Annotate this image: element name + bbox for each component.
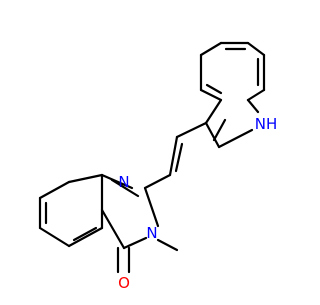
molecule-canvas: NH N N O [38,41,278,292]
indole-n-text: N [255,115,266,133]
quinazoline-bond [67,173,104,184]
quinazoline-bond [100,208,126,250]
molecule-structure-diagram: NH N N O [38,41,277,292]
quinazoline-aromatic-inner-bond [72,226,98,242]
quinazoline-benzene-bond [38,226,71,248]
vinyl-double-inner-bond [174,142,184,173]
cn-double-inner-bond [110,178,140,198]
indole-aromatic-inner-bond [205,83,223,95]
atom-label-layer: NH N N O [118,115,277,292]
pyrrole-double-inner-bond [212,118,227,142]
indole-benzene-bond [199,88,223,102]
indole-benzene-bond [199,41,223,57]
pyrrole-bond [246,98,260,114]
n-methyl-bond [156,238,179,252]
vinyl-bond [175,121,208,139]
vinyl-bond [143,173,172,190]
pyrrole-bond [204,121,221,149]
quinazoline-benzene-bond [38,180,71,200]
indole-benzene-bond [246,88,266,102]
carbonyl-oxygen-label: O [118,274,130,292]
quinazoline-bond [100,173,134,190]
pyrrole-bond [204,98,223,125]
indole-h-text: H [266,115,277,133]
quinazoline-benzene-bond [67,226,104,248]
vinyl-double-bond [168,135,179,177]
indole-nitrogen-label: NH [255,115,278,133]
quinazoline-n1-label: N [118,173,129,191]
bond-layer [38,41,266,274]
quinazoline-bond [143,186,160,228]
quinazoline-n3-label: N [146,224,157,242]
quinazoline-bond [122,236,148,250]
pyrrole-bond [217,128,254,149]
indole-benzene-bond [246,41,266,57]
